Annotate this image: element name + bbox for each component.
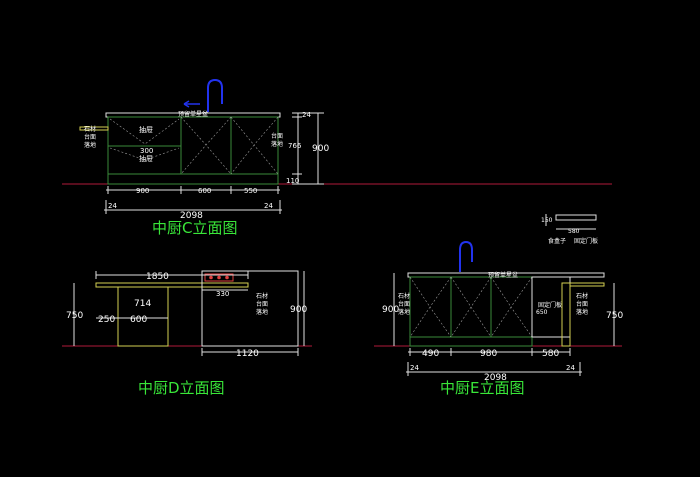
dim-e-edge-r: 24	[566, 364, 575, 372]
dim-c-b1: 900	[136, 187, 149, 195]
dim-c-edge-l: 24	[108, 202, 117, 210]
dim-e-total: 2098	[484, 373, 507, 383]
dim-c-r4: 900	[312, 144, 329, 154]
drawer-label-1: 抽屉	[139, 125, 153, 134]
dim-d-top: 1850	[146, 272, 169, 282]
note-d-2: 台面	[256, 300, 268, 308]
faucet-icon	[207, 78, 223, 112]
drawer-label-2: 抽屉	[139, 154, 153, 163]
title-c: 中厨C立面图	[152, 219, 237, 237]
left-note-e-3: 落地	[398, 308, 410, 316]
tall-block-d	[201, 270, 299, 347]
left-note-c-3: 落地	[84, 141, 96, 149]
dim-c-total: 2098	[180, 211, 203, 221]
left-note-c-1: 石材	[84, 125, 96, 133]
dim-c-r3: 110	[286, 177, 299, 185]
box-door: 固定门板	[574, 237, 598, 245]
dim-e-b3: 580	[542, 349, 559, 359]
sink-label-e: 预留单星盆	[488, 271, 518, 279]
dim-e-edge-l: 24	[410, 364, 419, 372]
left-note-c-2: 台面	[84, 133, 96, 141]
elevation-c: 预留单星盆 抽屉 抽屉 300 石材 台面 落地 台面 落地 24 766 11…	[62, 78, 612, 237]
drawer-dim: 300	[140, 147, 153, 155]
right-note-c-1: 台面	[271, 132, 283, 140]
plinth-c	[107, 173, 279, 185]
dim-e-hl: 900	[382, 305, 399, 315]
left-note-e-1: 石材	[398, 292, 410, 300]
box-detail	[555, 214, 597, 221]
elevation-d: 石材 台面 落地 1850 330 714 250 600 750 900 11…	[62, 270, 312, 397]
dim-d-la: 250	[98, 315, 115, 325]
right-note-e-1: 石材	[576, 292, 588, 300]
right-note-c-2: 落地	[271, 140, 283, 148]
right-note-e-2: 台面	[576, 300, 588, 308]
dim-c-b3: 550	[244, 187, 257, 195]
dim-c-r2: 766	[288, 142, 302, 150]
dim-d-hr: 900	[290, 305, 307, 315]
note-d-3: 落地	[256, 308, 268, 316]
dim-d-mid: 714	[134, 299, 151, 309]
dim-d-hl: 750	[66, 311, 83, 321]
leg-cabinet-d	[117, 286, 169, 347]
box-note: 150	[541, 217, 553, 224]
box-dim: 580	[568, 228, 580, 235]
dim-c-r1: 24	[302, 111, 311, 119]
elevation-e: 固定门板 650 预留单星盆 石材 台面 落地 石材 台面 落地 150 580…	[374, 214, 623, 397]
hob-icon	[204, 273, 234, 282]
dim-d-lb: 600	[130, 315, 147, 325]
title-d: 中厨D立面图	[138, 379, 225, 397]
door-label-e: 固定门板	[538, 301, 562, 309]
dim-d-sub: 330	[216, 290, 229, 298]
right-note-e-3: 落地	[576, 308, 588, 316]
dim-c-b2: 600	[198, 187, 211, 195]
box-label: 食盒子	[548, 237, 566, 245]
dim-c-edge-r: 24	[264, 202, 273, 210]
dim-d-bottom: 1120	[236, 349, 259, 359]
title-e: 中厨E立面图	[440, 379, 524, 397]
dim-e-b2: 980	[480, 349, 497, 359]
countertop-d	[95, 282, 249, 288]
faucet-icon-e	[459, 240, 473, 272]
left-note-e-2: 台面	[398, 300, 410, 308]
side-counter-e	[569, 282, 605, 287]
dim-e-hr: 750	[606, 311, 623, 321]
note-d-1: 石材	[256, 292, 268, 300]
side-ledge-c	[79, 126, 109, 131]
post-e	[561, 282, 571, 347]
sink-label-c: 预留单星盆	[178, 110, 208, 118]
cab-dim-e: 650	[536, 309, 548, 316]
dim-e-b1: 490	[422, 349, 439, 359]
